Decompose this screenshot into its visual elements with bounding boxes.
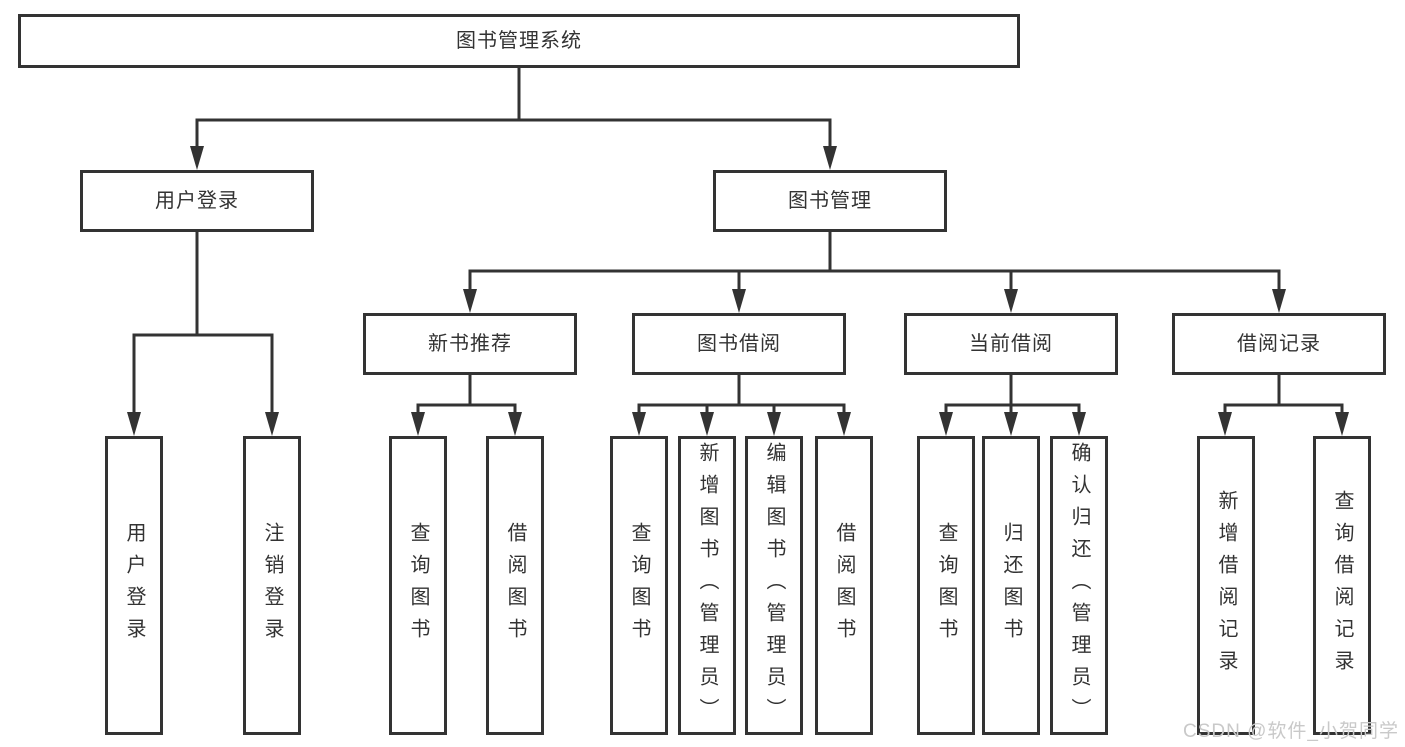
leaf-confirm-return-admin: 确认归还（管理员） (1050, 436, 1108, 735)
arrow-down-icon (767, 412, 781, 436)
leaf-add-borrow-record-label: 新增借阅记录 (1215, 489, 1237, 682)
leaf-logout-label: 注销登录 (261, 521, 283, 650)
connector-book-borrow-to-leaves (637, 375, 846, 414)
leaf-query-book-borrow: 查询图书 (610, 436, 668, 735)
arrow-down-icon (127, 412, 141, 436)
csdn-watermark: CSDN @软件_小贺同学 (1183, 721, 1399, 742)
arrowheads (127, 146, 1349, 436)
node-user-login-label: 用户登录 (155, 190, 239, 212)
arrow-down-icon (732, 289, 746, 313)
node-book-borrow-label: 图书借阅 (697, 333, 781, 355)
leaf-add-book-admin-label: 新增图书（管理员） (696, 441, 718, 730)
node-book-mgmt: 图书管理 (713, 170, 947, 232)
leaf-query-book-borrow-label: 查询图书 (628, 521, 650, 650)
leaf-query-book-new: 查询图书 (389, 436, 447, 735)
arrow-down-icon (411, 412, 425, 436)
connector-user-login-to-leaves (132, 232, 274, 414)
arrow-down-icon (508, 412, 522, 436)
leaf-logout: 注销登录 (243, 436, 301, 735)
arrow-down-icon (1072, 412, 1086, 436)
node-new-book-rec: 新书推荐 (363, 313, 577, 375)
leaf-return-book-label: 归还图书 (1000, 521, 1022, 650)
arrow-down-icon (190, 146, 204, 170)
node-book-borrow: 图书借阅 (632, 313, 846, 375)
leaf-borrow-book-new: 借阅图书 (486, 436, 544, 735)
arrow-down-icon (1335, 412, 1349, 436)
leaf-confirm-return-admin-label: 确认归还（管理员） (1068, 441, 1090, 730)
node-root: 图书管理系统 (18, 14, 1020, 68)
arrow-down-icon (1272, 289, 1286, 313)
node-borrow-record: 借阅记录 (1172, 313, 1386, 375)
node-current-borrow: 当前借阅 (904, 313, 1118, 375)
arrow-down-icon (837, 412, 851, 436)
node-current-borrow-label: 当前借阅 (969, 333, 1053, 355)
arrow-down-icon (700, 412, 714, 436)
leaf-edit-book-admin: 编辑图书（管理员） (745, 436, 803, 735)
arrow-down-icon (1004, 289, 1018, 313)
arrow-down-icon (939, 412, 953, 436)
leaf-borrow-book-new-label: 借阅图书 (504, 521, 526, 650)
connector-root-to-level2 (195, 68, 832, 148)
node-new-book-rec-label: 新书推荐 (428, 333, 512, 355)
leaf-borrow-book-borrow-label: 借阅图书 (833, 521, 855, 650)
connector-book-mgmt-to-level3 (468, 232, 1281, 291)
connector-current-borrow-to-leaves (944, 375, 1081, 414)
node-book-mgmt-label: 图书管理 (788, 190, 872, 212)
arrow-down-icon (265, 412, 279, 436)
leaf-return-book: 归还图书 (982, 436, 1040, 735)
leaf-borrow-book-borrow: 借阅图书 (815, 436, 873, 735)
leaf-add-borrow-record: 新增借阅记录 (1197, 436, 1255, 735)
leaf-add-book-admin: 新增图书（管理员） (678, 436, 736, 735)
node-user-login: 用户登录 (80, 170, 314, 232)
node-borrow-record-label: 借阅记录 (1237, 333, 1321, 355)
connector-borrow-record-to-leaves (1223, 375, 1344, 414)
node-root-label: 图书管理系统 (456, 30, 582, 52)
leaf-user-login: 用户登录 (105, 436, 163, 735)
arrow-down-icon (1004, 412, 1018, 436)
connector-new-book-rec-to-leaves (416, 375, 517, 414)
arrow-down-icon (1218, 412, 1232, 436)
leaf-query-book-current: 查询图书 (917, 436, 975, 735)
arrow-down-icon (632, 412, 646, 436)
leaf-query-borrow-record: 查询借阅记录 (1313, 436, 1371, 735)
leaf-edit-book-admin-label: 编辑图书（管理员） (763, 441, 785, 730)
leaf-user-login-label: 用户登录 (123, 521, 145, 650)
leaf-query-book-current-label: 查询图书 (935, 521, 957, 650)
leaf-query-borrow-record-label: 查询借阅记录 (1331, 489, 1353, 682)
arrow-down-icon (823, 146, 837, 170)
arrow-down-icon (463, 289, 477, 313)
leaf-query-book-new-label: 查询图书 (407, 521, 429, 650)
